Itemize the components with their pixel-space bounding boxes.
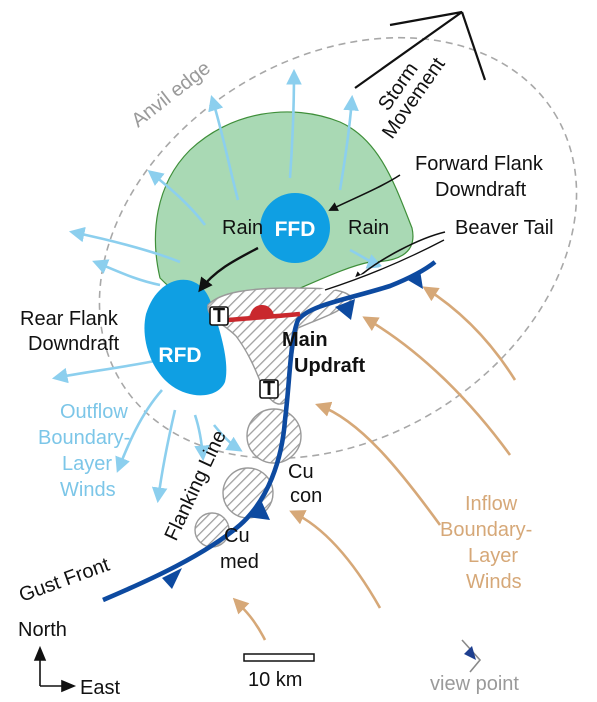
tornado-marker-1: T [209, 305, 229, 327]
outflow-line1: Outflow [60, 401, 128, 423]
ffd-callout-arrow [328, 174, 401, 211]
outflow-line3: Layer [62, 453, 112, 475]
inflow-line3: Layer [468, 545, 518, 567]
view-point-label: view point [430, 673, 519, 695]
ffd-title-line1: Forward Flank [415, 153, 544, 175]
east-arrow-icon [40, 679, 77, 693]
ffd-title-line2: Downdraft [435, 179, 527, 201]
svg-text:T: T [263, 378, 275, 400]
rfd-title-line1: Rear Flank [20, 308, 119, 330]
gust-front-line [102, 260, 437, 603]
eye-icon [461, 639, 482, 673]
cu-med-label-2: med [220, 551, 259, 573]
east-label: East [80, 677, 120, 699]
ffd-to-rfd-arrow [198, 246, 259, 293]
beaver-tail-label: Beaver Tail [455, 217, 554, 239]
storm-movement-arrow-icon [354, 10, 487, 89]
warm-front-semicircle-icon [249, 304, 274, 318]
inflow-line2: Boundary- [440, 519, 532, 541]
rfd-label: RFD [158, 344, 201, 367]
inflow-line1: Inflow [465, 493, 518, 515]
scale-bar [243, 653, 315, 662]
svg-text:T: T [213, 305, 225, 327]
rfd-blob [144, 279, 227, 396]
rain-left-label: Rain [222, 217, 263, 239]
warm-front-line [227, 311, 301, 323]
north-arrow-icon [33, 645, 47, 686]
cu-con-label-1: Cu [288, 461, 314, 483]
ffd-circle [260, 193, 330, 263]
flanking-line-cells [194, 408, 302, 548]
rain-right-label: Rain [348, 217, 389, 239]
anvil-edge-outline [98, 36, 578, 460]
north-label: North [18, 619, 67, 641]
cu-con-cell [246, 408, 302, 464]
inflow-line4: Winds [466, 571, 522, 593]
main-updraft-line2: Updraft [294, 355, 365, 377]
main-updraft-line1: Main [282, 329, 328, 351]
beaver-tail-arrow [353, 231, 446, 282]
outflow-arrows [51, 68, 383, 504]
rfd-title-line2: Downdraft [28, 333, 120, 355]
tornado-marker-2: T [259, 378, 279, 400]
beaver-tail-edge [324, 239, 445, 291]
gust-front-label: Gust Front [16, 554, 113, 607]
outflow-line4: Winds [60, 479, 116, 501]
inflow-arrows [232, 286, 517, 641]
ffd-label: FFD [275, 218, 316, 241]
outflow-line2: Boundary- [38, 427, 130, 449]
cu-con-label-2: con [290, 485, 322, 507]
cold-front-triangles [162, 270, 423, 589]
cu-med-label-1: Cu [224, 525, 250, 547]
scale-label: 10 km [248, 669, 302, 691]
anvil-edge-label: Anvil edge [128, 57, 215, 132]
